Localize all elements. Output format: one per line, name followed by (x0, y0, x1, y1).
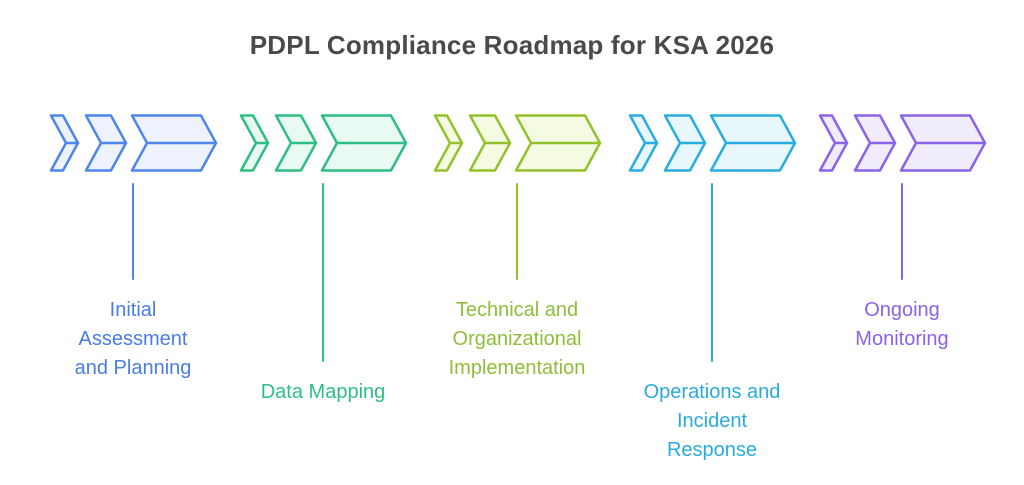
stage-label: Data Mapping (260, 381, 386, 403)
stage-technical-and-organizational-implementation: Technical and Organizational Implementat… (417, 113, 617, 383)
stage-operations-and-incident-response: Operations and Incident Response (612, 113, 812, 465)
stage-data-mapping: Data Mapping (223, 113, 423, 407)
connector-line (131, 183, 135, 280)
page-title: PDPL Compliance Roadmap for KSA 2026 (249, 30, 775, 60)
stage-label: Ongoing Monitoring (855, 299, 949, 350)
chevron-arrows-icon (239, 114, 408, 172)
chevron-arrows-icon (49, 114, 218, 172)
chevron-arrows-icon (628, 114, 797, 172)
chevron-arrows-icon (818, 114, 987, 172)
chevron-arrows-icon (433, 114, 602, 172)
stage-label: Technical and Organizational Implementat… (448, 299, 586, 379)
stage-initial-assessment-and-planning: Initial Assessment and Planning (33, 113, 233, 383)
connector-line (515, 183, 519, 280)
stage-label: Operations and Incident Response (643, 381, 781, 461)
connector-line (900, 183, 904, 280)
connector-line (321, 183, 325, 362)
connector-line (710, 183, 714, 362)
stage-label: Initial Assessment and Planning (74, 299, 192, 379)
stage-ongoing-monitoring: Ongoing Monitoring (802, 113, 1002, 354)
